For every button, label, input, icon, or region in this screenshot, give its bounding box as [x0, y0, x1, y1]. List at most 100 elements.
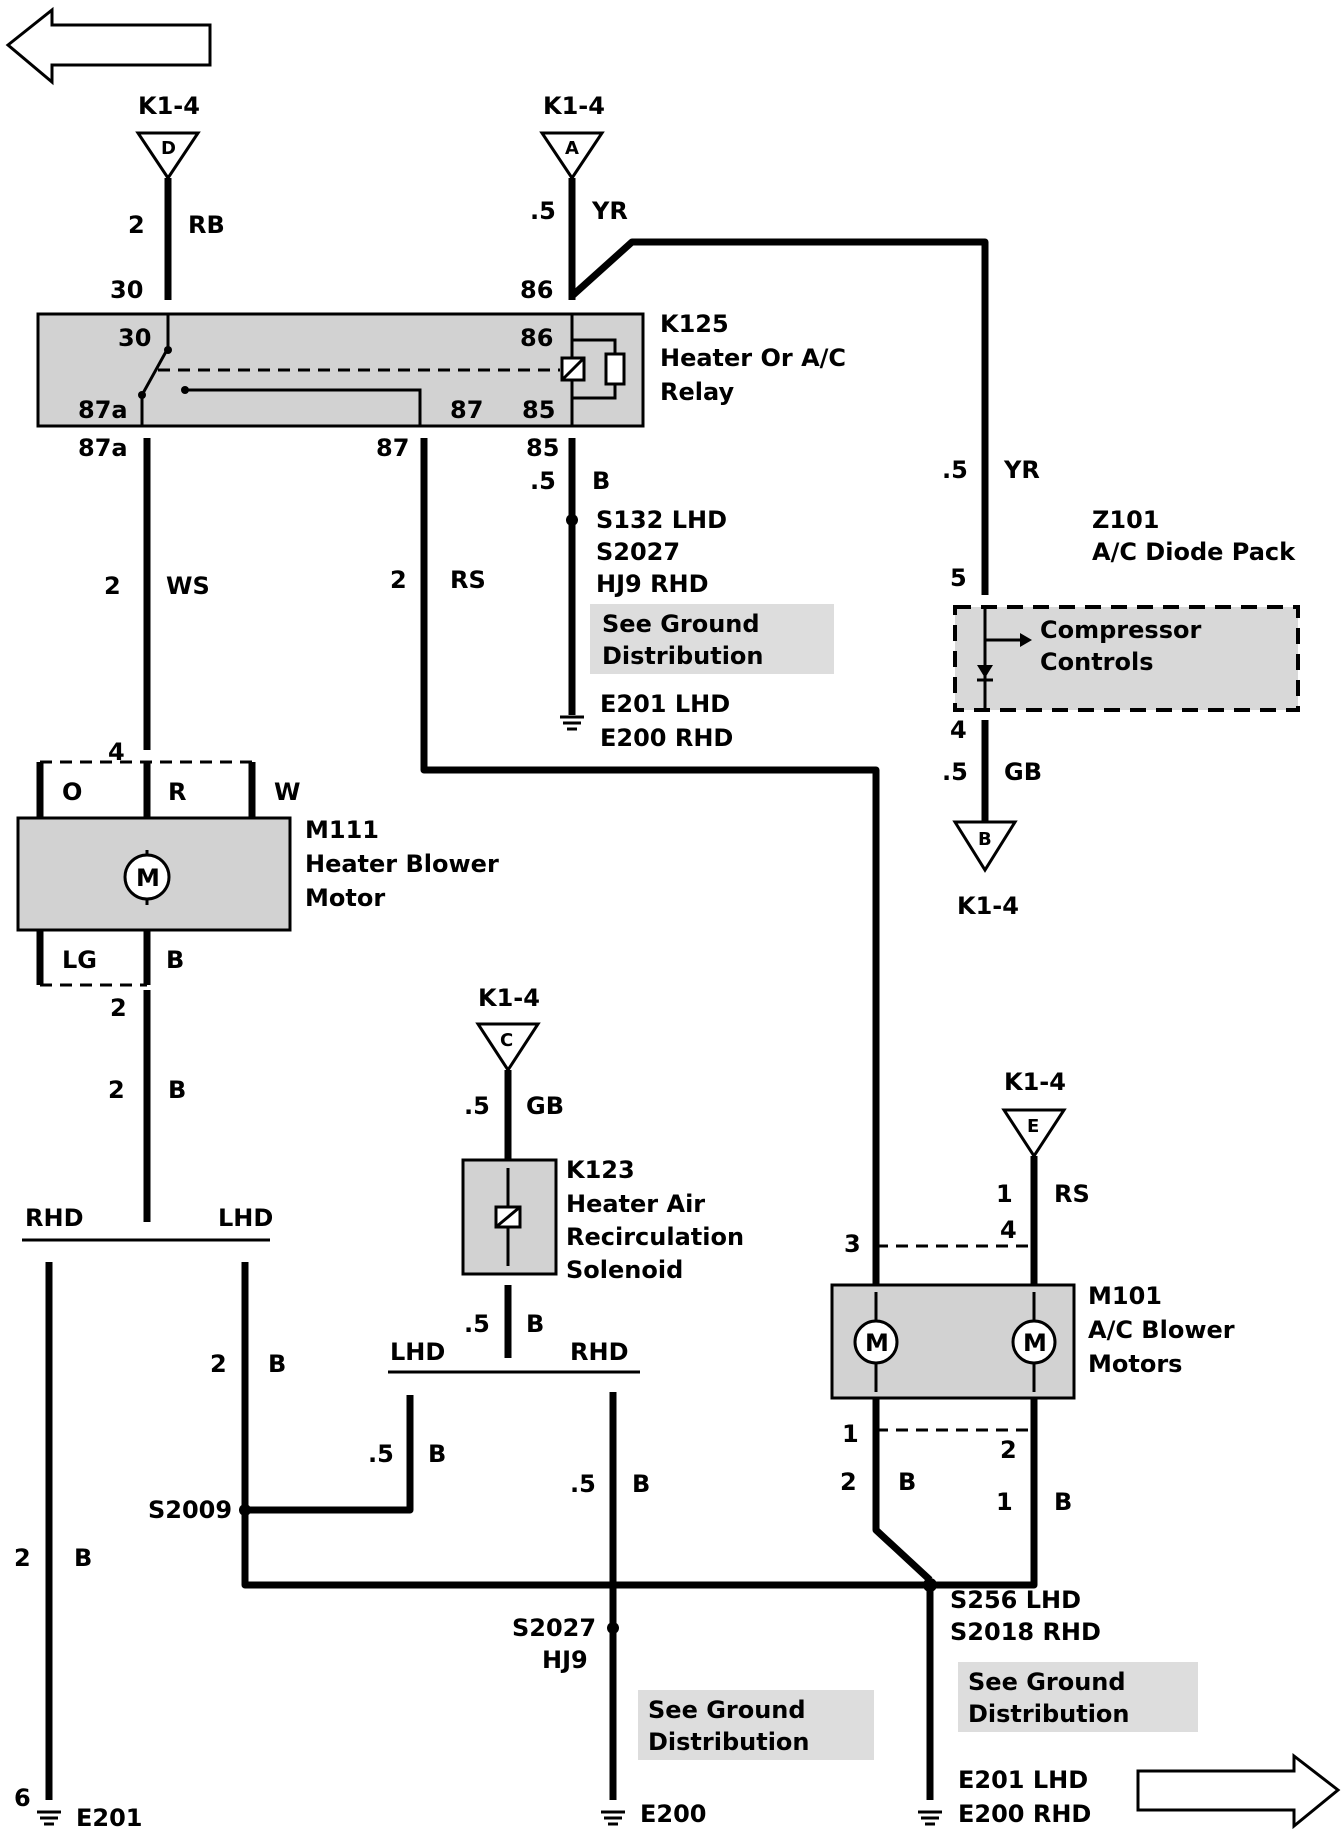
connector-d-pin: D: [161, 138, 176, 159]
note-2-bg: [638, 1690, 874, 1760]
relay-pin-86-outer: 86: [520, 276, 553, 304]
splice-s132-l3: HJ9 RHD: [596, 570, 709, 598]
next-page-arrow-icon[interactable]: [1136, 1752, 1341, 1830]
relay-k125-name1: Heater Or A/C: [660, 344, 846, 372]
splice-s132-dot: [566, 514, 578, 526]
splice-s132-l1: S132 LHD: [596, 506, 727, 534]
m101-pin-2: 2: [1000, 1436, 1017, 1464]
note-1-bg: [590, 604, 834, 674]
m111-motor-symbol: M: [136, 864, 160, 892]
option-lhd-1: LHD: [218, 1204, 273, 1232]
ground-e200-label: E200: [640, 1800, 707, 1828]
wire-rs-color: RS: [450, 566, 486, 594]
splice-s2009: S2009: [148, 1496, 232, 1524]
ground-e201-icon: [37, 1810, 61, 1826]
connector-c-ref: K1-4: [478, 984, 540, 1012]
wire-a-size: .5: [530, 197, 556, 225]
m111-tap-lg: LG: [62, 946, 97, 974]
wire-m2-size: 1: [996, 1488, 1013, 1516]
option-rhd-1: RHD: [25, 1204, 84, 1232]
diode-pack-pin-4: 4: [950, 716, 967, 744]
previous-page-arrow-icon[interactable]: [5, 6, 212, 86]
wire-s2009-color: B: [428, 1440, 446, 1468]
splice-s2027-dot: [607, 1622, 619, 1634]
m101-pin-1: 1: [842, 1420, 859, 1448]
note-1-line1: See Ground: [602, 610, 760, 638]
connector-e-ref: K1-4: [1004, 1068, 1066, 1096]
m101-name1: A/C Blower: [1088, 1316, 1235, 1344]
connector-d: K1-4 D: [135, 92, 201, 181]
wire-ws-size: 2: [104, 572, 121, 600]
note-3-bg: [958, 1662, 1198, 1732]
m101-motor-right: M: [1023, 1329, 1047, 1357]
wire-lhd-b: [241, 1262, 930, 1589]
wire-yr2-size: .5: [942, 456, 968, 484]
diode-pack-pin-5: 5: [950, 564, 967, 592]
wire-lhd-size: 2: [210, 1350, 227, 1378]
m101-id: M101: [1088, 1282, 1162, 1310]
relay-pin-85-outer: 85: [526, 434, 559, 462]
wire-e-size: 1: [996, 1180, 1013, 1208]
wire-yr-to-diode-pack: [569, 238, 989, 595]
relay-inner-87a: 87a: [78, 396, 128, 424]
connector-b-pin: B: [978, 829, 992, 850]
relay-pin-30-outer: 30: [110, 276, 143, 304]
wire-m111-b-color: B: [168, 1076, 186, 1104]
k123-name3: Solenoid: [566, 1256, 683, 1284]
wire-c-color: GB: [526, 1092, 564, 1120]
wire-yr2-color: YR: [1003, 456, 1040, 484]
m111-name2: Motor: [305, 884, 385, 912]
relay-inner-86: 86: [520, 324, 553, 352]
note-3-line2: Distribution: [968, 1700, 1130, 1728]
m111-tap-b: B: [166, 946, 184, 974]
connector-c-pin: C: [500, 1030, 513, 1051]
m111-tap-w: W: [274, 778, 300, 806]
wire-m1-color: B: [898, 1468, 916, 1496]
wire-85-size: .5: [530, 467, 556, 495]
wire-m101-2-b: [930, 1440, 1038, 1589]
k123-id: K123: [566, 1156, 635, 1184]
wire-s2027-color: B: [632, 1470, 650, 1498]
relay-pin-87-outer: 87: [376, 434, 409, 462]
connector-b-ref: K1-4: [957, 892, 1019, 920]
wire-rhd-size: 2: [14, 1544, 31, 1572]
wire-k123-b-color: B: [526, 1310, 544, 1338]
wire-rhd-color: B: [74, 1544, 92, 1572]
wire-m1-size: 2: [840, 1468, 857, 1496]
diode-pack-inner1: Compressor: [1040, 616, 1201, 644]
note-2-line2: Distribution: [648, 1728, 810, 1756]
splice-s256-l2: S2018 RHD: [950, 1618, 1101, 1646]
k123-name2: Recirculation: [566, 1223, 744, 1251]
connector-e: K1-4 E: [1001, 1068, 1067, 1159]
wire-m2-color: B: [1054, 1488, 1072, 1516]
wire-85-color: B: [592, 467, 610, 495]
m101-name2: Motors: [1088, 1350, 1182, 1378]
wire-gb-b-color: GB: [1004, 758, 1042, 786]
m111-tap-r: R: [168, 778, 186, 806]
ground-icon: [560, 715, 584, 731]
m101-pin-4: 4: [1000, 1216, 1017, 1244]
relay-k125-id: K125: [660, 310, 729, 338]
connector-d-ref: K1-4: [138, 92, 200, 120]
wire-d-color: RB: [188, 211, 225, 239]
ground-3-icon: [918, 1810, 942, 1826]
relay-inner-85: 85: [522, 396, 555, 424]
wire-lhd-color: B: [268, 1350, 286, 1378]
splice-s132-l2: S2027: [596, 538, 680, 566]
wire-87-rs: [420, 438, 880, 1230]
ground-3-l2: E200 RHD: [958, 1800, 1091, 1828]
wire-e-color: RS: [1054, 1180, 1090, 1208]
note-2-line1: See Ground: [648, 1696, 806, 1724]
wire-c-size: .5: [464, 1092, 490, 1120]
relay-k125-name2: Relay: [660, 378, 734, 406]
wire-ws-color: WS: [166, 572, 210, 600]
m111-tap-o: O: [62, 778, 82, 806]
m111-name1: Heater Blower: [305, 850, 499, 878]
relay-k125: 30 86 87a 87 85 K125 Heater Or A/C Relay: [36, 310, 846, 428]
connector-a-ref: K1-4: [543, 92, 605, 120]
m101-motor-left: M: [865, 1329, 889, 1357]
relay-inner-87: 87: [450, 396, 483, 424]
connector-e-pin: E: [1027, 1116, 1039, 1137]
connector-a-pin: A: [565, 138, 579, 159]
